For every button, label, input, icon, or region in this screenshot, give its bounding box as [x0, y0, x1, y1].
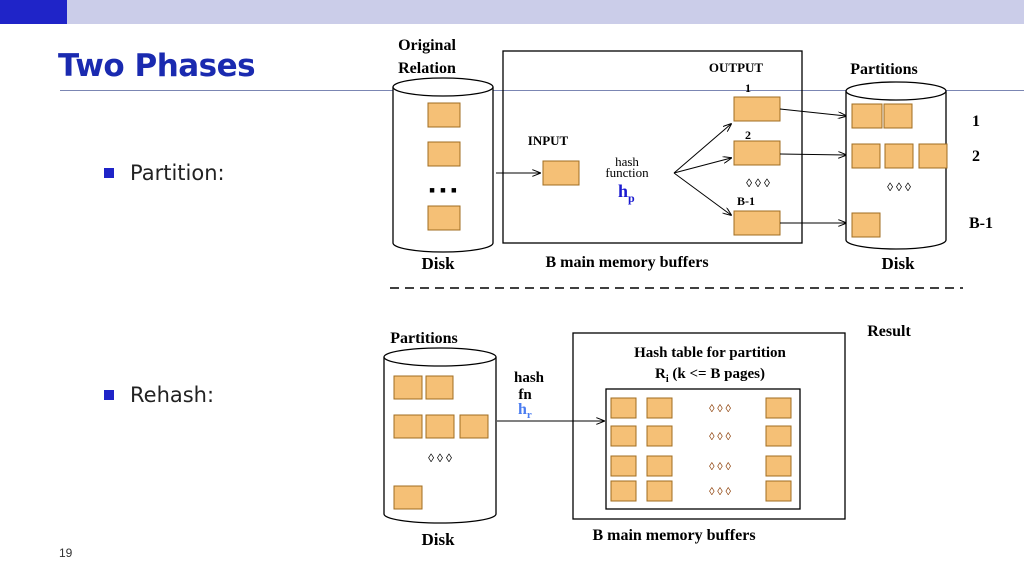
- rehash-partition-page: [425, 414, 455, 439]
- partition-2-page: [851, 143, 881, 169]
- function-label: function: [605, 165, 649, 180]
- disk-label-original: Disk: [421, 254, 455, 273]
- hash-bucket-page: [646, 397, 673, 419]
- hash-table-row: ◊ ◊ ◊: [610, 480, 792, 502]
- rehash-partition-page: [425, 375, 454, 400]
- hash-table-size-caption: Ri (k <= B pages): [655, 366, 765, 385]
- hash-row-ellipsis: ◊ ◊ ◊: [709, 461, 731, 473]
- hp-symbol: h: [618, 181, 628, 201]
- rehash-partition-page: [393, 485, 423, 510]
- relation-pages-ellipsis: ▪ ▪ ▪: [429, 180, 457, 200]
- partition-number-1: 1: [972, 113, 980, 130]
- disk-label-partitions: Disk: [881, 254, 915, 273]
- output-ellipsis: ◊ ◊ ◊: [746, 176, 770, 190]
- top-banner-accent: [0, 0, 67, 24]
- output-buffer-b1: [733, 210, 781, 236]
- disk-label-rehash: Disk: [421, 530, 455, 549]
- rehash-partition-page: [459, 414, 489, 439]
- partition-number-2: 2: [972, 148, 980, 165]
- input-label: INPUT: [528, 133, 569, 148]
- hp-subscript: p: [628, 191, 635, 205]
- relation-page: [427, 102, 461, 128]
- main-memory-box: [502, 50, 803, 244]
- hash-table-r: R: [655, 366, 666, 382]
- hash-bucket-page: [765, 480, 792, 502]
- hash-bucket-page: [646, 455, 673, 477]
- slide-title: Two Phases: [58, 48, 256, 84]
- original-relation-label-1: Original: [398, 37, 456, 54]
- hash-bucket-page: [610, 425, 637, 447]
- arrow-output-2-to-partition: [779, 154, 846, 155]
- partitions-label-top: Partitions: [850, 61, 918, 78]
- hash-table-row: ◊ ◊ ◊: [610, 397, 792, 419]
- hr-subscript: r: [527, 409, 532, 421]
- output-buffer-2: [733, 140, 781, 166]
- hash-bucket-page: [610, 480, 637, 502]
- rehash-hash-label: hash: [514, 370, 545, 386]
- page-number: 19: [59, 546, 73, 560]
- output-index-2: 2: [745, 128, 751, 142]
- disk-partitions: [845, 81, 947, 250]
- rehash-memory-label: B main memory buffers: [592, 527, 755, 544]
- partitions-label-bottom: Partitions: [390, 330, 458, 347]
- partition-1-page: [851, 103, 883, 129]
- partition-2-page: [918, 143, 948, 169]
- result-label: Result: [867, 323, 911, 340]
- hash-row-ellipsis: ◊ ◊ ◊: [709, 486, 731, 498]
- arrow-hash-to-output-1: [673, 124, 731, 174]
- output-index-1: 1: [745, 81, 751, 95]
- partition-1-page: [883, 103, 913, 129]
- partition-b1-page: [851, 212, 881, 238]
- hash-bucket-page: [646, 480, 673, 502]
- output-index-b1: B-1: [737, 194, 755, 208]
- top-banner: [0, 0, 1024, 24]
- disk-original-relation: [392, 77, 494, 253]
- bullet-partition: Partition:: [130, 161, 225, 185]
- arrow-output-1-to-partition: [779, 108, 846, 116]
- rehash-memory-box: [572, 332, 846, 520]
- title-underline: [60, 90, 1024, 91]
- hash-table-caption: Hash table for partition: [634, 345, 786, 361]
- hash-row-ellipsis: ◊ ◊ ◊: [709, 403, 731, 415]
- hash-table-row: ◊ ◊ ◊: [610, 455, 792, 477]
- relation-page: [427, 205, 461, 231]
- rehash-partition-ellipsis: ◊ ◊ ◊: [428, 451, 452, 465]
- hash-table-row: ◊ ◊ ◊: [610, 425, 792, 447]
- arrow-hash-to-output-2: [673, 158, 731, 174]
- hash-function-hr: hr: [518, 401, 532, 421]
- hash-bucket-page: [610, 397, 637, 419]
- hash-label: hash: [615, 154, 639, 169]
- bullet-marker-rehash: [104, 390, 114, 400]
- partition-ellipsis: ◊ ◊ ◊: [887, 180, 911, 194]
- output-label: OUTPUT: [709, 60, 764, 75]
- hash-bucket-page: [646, 425, 673, 447]
- rehash-fn-label: fn: [518, 387, 532, 403]
- hash-bucket-page: [765, 425, 792, 447]
- hash-function-hp: hp: [618, 181, 635, 205]
- hash-bucket-page: [610, 455, 637, 477]
- rehash-partition-page: [393, 375, 423, 400]
- original-relation-label-2: Relation: [398, 60, 456, 77]
- rehash-partition-page: [393, 414, 423, 439]
- relation-page: [427, 141, 461, 167]
- output-buffer-1: [733, 96, 781, 122]
- hash-table-i: i: [666, 374, 669, 385]
- hr-symbol: h: [518, 401, 527, 418]
- bullet-rehash: Rehash:: [130, 383, 215, 407]
- input-buffer: [542, 160, 580, 186]
- hash-bucket-page: [765, 455, 792, 477]
- partition-2-page: [884, 143, 914, 169]
- hash-row-ellipsis: ◊ ◊ ◊: [709, 431, 731, 443]
- memory-buffers-label: B main memory buffers: [545, 254, 708, 271]
- arrow-hash-to-output-b1: [673, 172, 731, 215]
- partition-number-b1: B-1: [969, 215, 993, 232]
- hash-table-k: (k <= B pages): [669, 366, 765, 382]
- bullet-marker-partition: [104, 168, 114, 178]
- hash-bucket-page: [765, 397, 792, 419]
